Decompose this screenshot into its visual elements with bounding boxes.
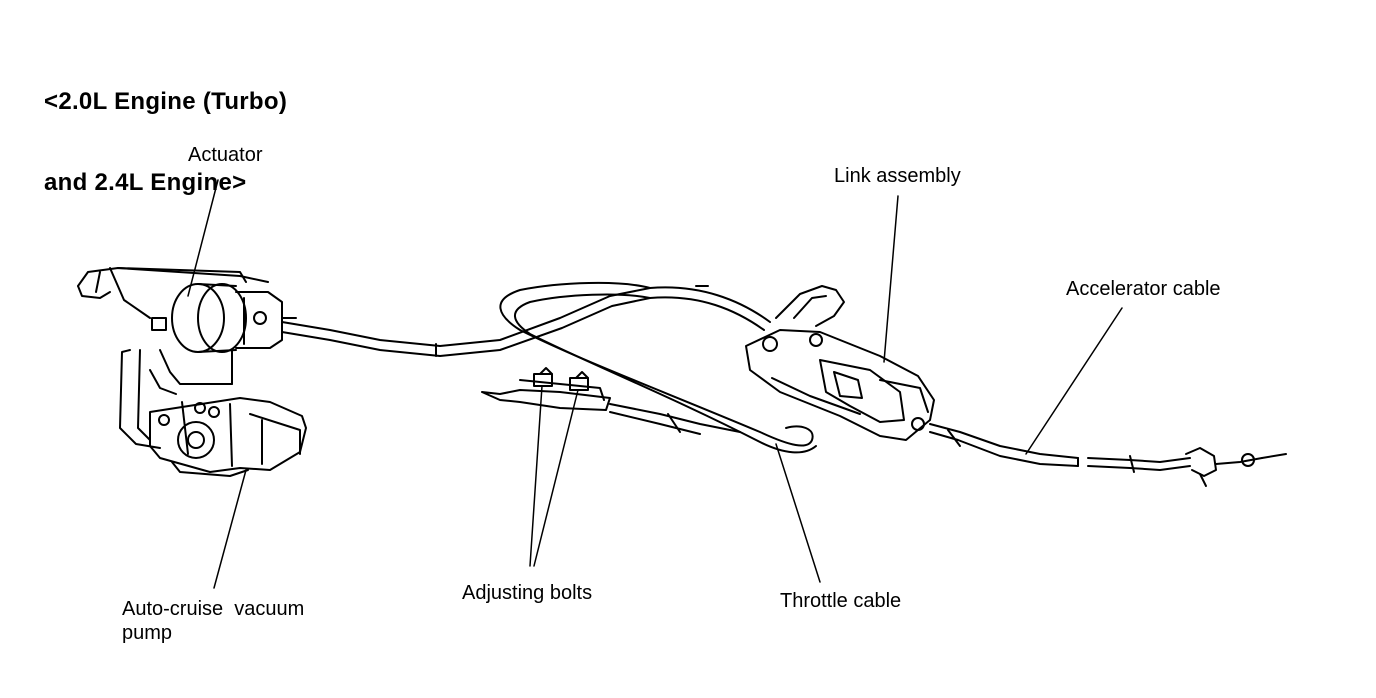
label-adjusting-bolts: Adjusting bolts [462, 582, 593, 604]
leader-throttle-cable [775, 443, 821, 583]
adjusting-bracket [481, 367, 741, 435]
label-actuator: Actuator [188, 144, 263, 166]
leader-accelerator-cable [1025, 307, 1123, 455]
leader-link-assembly [883, 195, 899, 363]
diagram-title: <2.0L Engine (Turbo) and 2.4L Engine> [44, 34, 287, 223]
label-accelerator-cable: Accelerator cable [1066, 278, 1221, 300]
actuator-assembly [77, 267, 307, 477]
accelerator-cable [929, 423, 1287, 487]
title-line-1: <2.0L Engine (Turbo) [44, 88, 288, 115]
leader-bolt-2 [533, 389, 579, 567]
leader-lines [187, 179, 1123, 589]
label-vacuum-pump: Auto-cruise vacuum pump [122, 597, 304, 645]
label-throttle-cable: Throttle cable [780, 590, 902, 612]
leader-bolt-1 [529, 385, 543, 567]
label-vacuum-pump-line-1: Auto-cruise vacuum [122, 598, 305, 620]
actuator-cable [281, 286, 771, 357]
label-vacuum-pump-line-2: pump [122, 622, 173, 644]
label-link-assembly: Link assembly [834, 165, 961, 187]
throttle-cable [499, 281, 817, 454]
leader-vacuum-pump [213, 469, 247, 589]
title-line-2: and 2.4L Engine> [44, 169, 247, 196]
leader-actuator [187, 179, 219, 297]
link-assembly [745, 285, 935, 441]
